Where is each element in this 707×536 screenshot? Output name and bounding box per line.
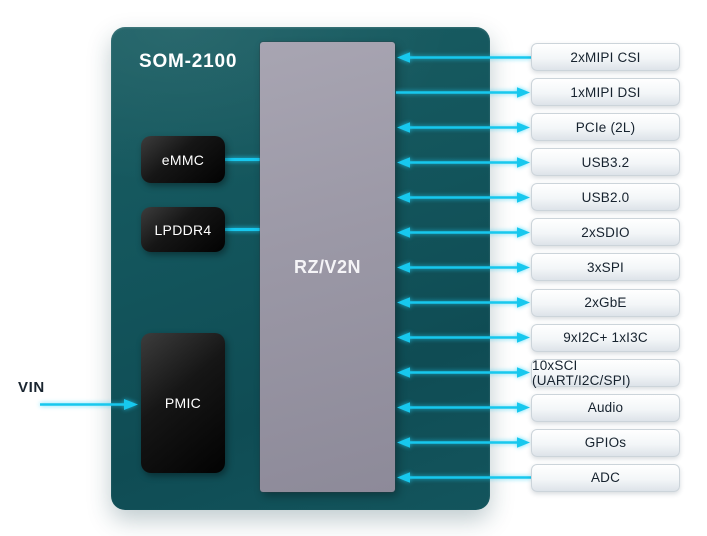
interface-row: 9xI2C+ 1xI3C <box>396 323 680 352</box>
vin-label: VIN <box>18 379 45 396</box>
vin-arrow-icon <box>40 399 138 410</box>
interface-label-box: 3xSPI <box>531 253 680 282</box>
interface-row: USB2.0 <box>396 183 680 212</box>
interface-arrow-icon <box>397 121 530 133</box>
interface-label-box: USB3.2 <box>531 148 680 177</box>
interface-arrow-icon <box>397 51 531 63</box>
interface-row: 2xSDIO <box>396 218 680 247</box>
interface-label-box: USB2.0 <box>531 183 680 212</box>
interface-label-box: ADC <box>531 463 680 492</box>
interface-row: Audio <box>396 393 680 422</box>
interface-label: 3xSPI <box>586 259 625 275</box>
lpddr4-connector-line <box>224 228 262 231</box>
interface-label-box: 2xGbE <box>531 288 680 317</box>
interface-row: 3xSPI <box>396 253 680 282</box>
interface-label: 1xMIPI DSI <box>570 84 641 100</box>
emmc-connector-line <box>224 158 262 161</box>
interface-label: ADC <box>590 470 621 486</box>
interface-arrow-icon <box>397 437 530 449</box>
interface-label: PCIe (2L) <box>575 119 636 135</box>
interface-label: 9xI2C+ 1xI3C <box>563 330 648 346</box>
interface-row: USB3.2 <box>396 148 680 177</box>
interface-arrow-icon <box>397 262 530 273</box>
lpddr4-label: LPDDR4 <box>154 221 212 238</box>
interface-label: 2xMIPI CSI <box>570 49 641 65</box>
interface-label-box: 1xMIPI DSI <box>531 78 680 107</box>
interface-label-box: 2xMIPI CSI <box>531 43 680 71</box>
board-title: SOM-2100 <box>139 51 238 72</box>
interface-label-box: 10xSCI (UART/I2C/SPI) <box>531 357 680 388</box>
interface-label: GPIOs <box>584 435 627 451</box>
emmc-label: eMMC <box>161 151 205 168</box>
interface-label-box: PCIe (2L) <box>531 113 680 142</box>
interface-row: 10xSCI (UART/I2C/SPI) <box>396 357 680 388</box>
interface-arrow-icon <box>397 472 531 484</box>
pmic-component: PMIC <box>141 333 225 473</box>
lpddr4-component: LPDDR4 <box>141 207 225 252</box>
interface-label-box: 2xSDIO <box>531 218 680 247</box>
interface-label: USB2.0 <box>581 189 630 205</box>
interface-arrow-icon <box>397 332 530 343</box>
interface-arrow-icon <box>397 297 530 308</box>
interface-label-box: 9xI2C+ 1xI3C <box>531 323 680 352</box>
interface-label: 2xGbE <box>584 295 627 311</box>
interface-label: Audio <box>587 400 624 416</box>
interface-row: 2xGbE <box>396 288 680 317</box>
emmc-component: eMMC <box>141 136 225 183</box>
interface-arrow-icon <box>397 402 530 414</box>
interface-row: ADC <box>396 463 680 492</box>
interface-label: 2xSDIO <box>581 224 630 240</box>
interface-label: USB3.2 <box>581 154 630 170</box>
interface-row: GPIOs <box>396 428 680 457</box>
interface-label-box: Audio <box>531 393 680 422</box>
interface-label: 10xSCI (UART/I2C/SPI) <box>532 357 631 388</box>
interface-arrow-icon <box>396 86 530 98</box>
interface-row: PCIe (2L) <box>396 113 680 142</box>
interface-row: 2xMIPI CSI <box>396 43 680 71</box>
pmic-label: PMIC <box>164 395 202 411</box>
interface-arrow-icon <box>397 156 530 168</box>
interface-arrow-icon <box>397 227 530 238</box>
interface-row: 1xMIPI DSI <box>396 78 680 107</box>
interface-arrow-icon <box>397 367 530 379</box>
soc-chip: RZ/V2N <box>260 42 395 492</box>
soc-chip-label: RZ/V2N <box>293 256 361 277</box>
interface-arrow-icon <box>397 192 530 203</box>
interface-label-box: GPIOs <box>531 428 680 457</box>
